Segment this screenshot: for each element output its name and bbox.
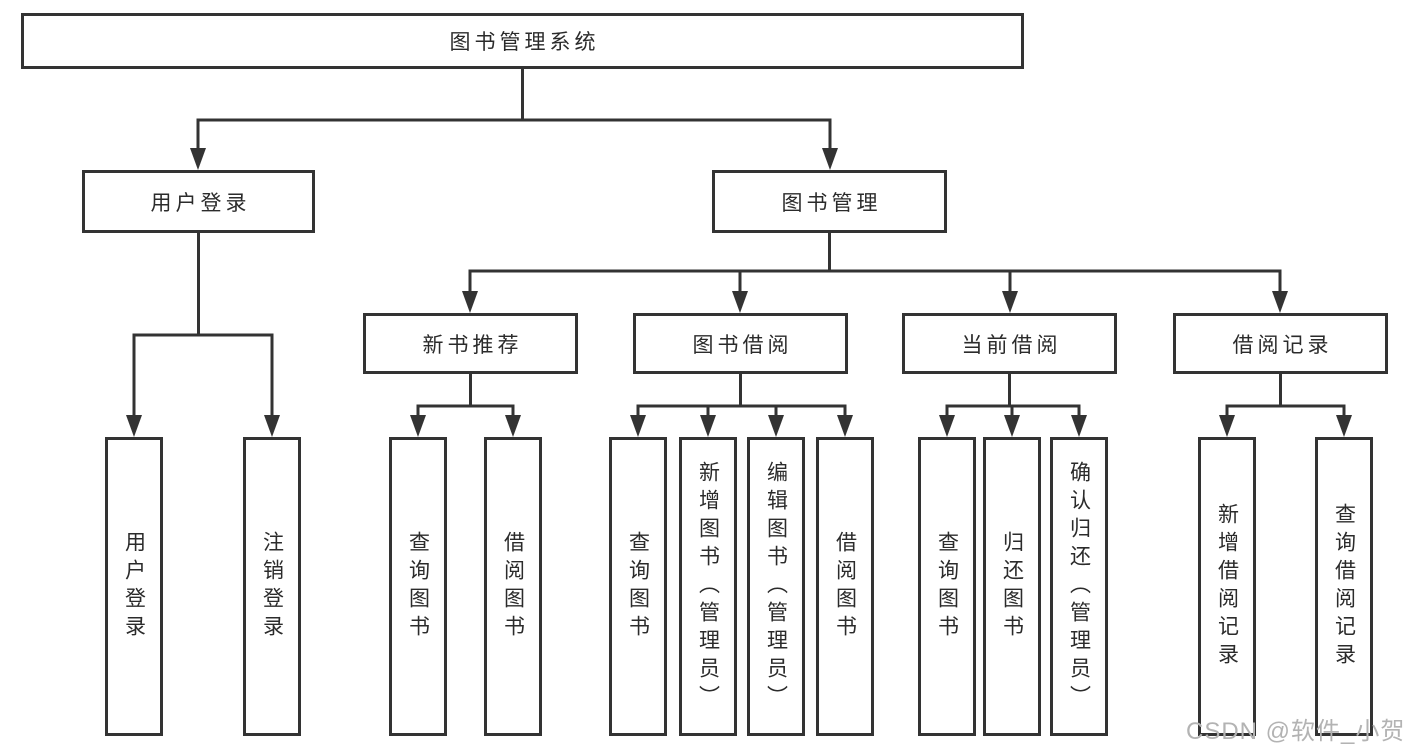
- node-borrow-records: 借阅记录: [1173, 313, 1388, 374]
- node-label: 编辑图书（管理员）: [764, 460, 788, 713]
- node-label: 用户登录: [122, 530, 146, 643]
- node-label: 当前借阅: [961, 333, 1062, 357]
- node-new-book-recommend: 新书推荐: [363, 313, 578, 374]
- node-label: 用户登录: [150, 191, 251, 215]
- leaf-confirm-return-admin: 确认归还（管理员）: [1050, 437, 1108, 736]
- node-label: 新增借阅记录: [1215, 502, 1239, 671]
- arrowheads: [126, 148, 1352, 437]
- leaf-query-books-borrow: 查询图书: [609, 437, 667, 736]
- node-user-login: 用户登录: [82, 170, 315, 233]
- leaf-return-book: 归还图书: [983, 437, 1041, 736]
- node-book-borrow: 图书借阅: [633, 313, 848, 374]
- leaf-add-borrow-record: 新增借阅记录: [1198, 437, 1256, 736]
- node-label: 新增图书（管理员）: [696, 460, 720, 713]
- node-book-management: 图书管理: [712, 170, 947, 233]
- leaf-query-borrow-record: 查询借阅记录: [1315, 437, 1373, 736]
- watermark: CSDN @软件_小贺同学: [1186, 718, 1405, 745]
- node-label: 查询图书: [626, 530, 650, 643]
- node-label: 查询借阅记录: [1332, 502, 1356, 671]
- leaf-borrow-books-borrow: 借阅图书: [816, 437, 874, 736]
- node-label: 图书管理系统: [449, 31, 600, 54]
- leaf-query-books-recommend: 查询图书: [389, 437, 447, 736]
- node-current-borrow: 当前借阅: [902, 313, 1117, 374]
- node-label: 查询图书: [406, 530, 430, 643]
- leaf-logout: 注销登录: [243, 437, 301, 736]
- node-label: 图书借阅: [692, 333, 793, 357]
- leaf-query-books-current: 查询图书: [918, 437, 976, 736]
- leaf-borrow-books-recommend: 借阅图书: [484, 437, 542, 736]
- node-label: 借阅图书: [833, 530, 857, 643]
- node-label: 注销登录: [260, 530, 284, 643]
- node-label: 图书管理: [781, 191, 882, 215]
- node-label: 查询图书: [935, 530, 959, 643]
- node-library-management-system: 图书管理系统: [21, 13, 1024, 69]
- leaf-edit-book-admin: 编辑图书（管理员）: [747, 437, 805, 736]
- node-label: 借阅记录: [1232, 333, 1333, 357]
- leaf-add-book-admin: 新增图书（管理员）: [679, 437, 737, 736]
- leaf-user-login: 用户登录: [105, 437, 163, 736]
- node-label: 借阅图书: [501, 530, 525, 643]
- node-label: 确认归还（管理员）: [1067, 460, 1091, 713]
- node-label: 新书推荐: [422, 333, 523, 357]
- node-label: 归还图书: [1000, 530, 1024, 643]
